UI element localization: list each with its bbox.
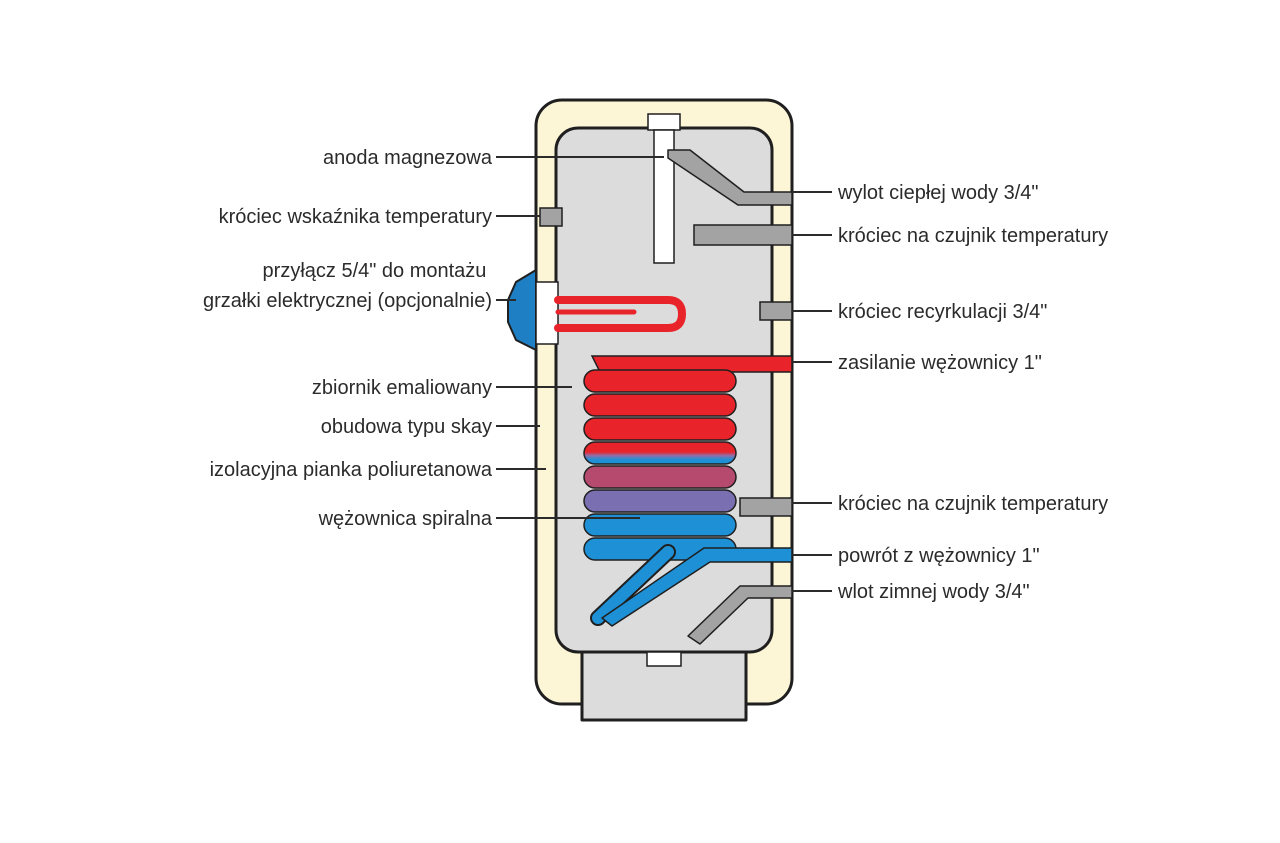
- label-enamel-tank: zbiornik emaliowany: [312, 377, 492, 399]
- coil-supply-pipe: [590, 355, 793, 373]
- heater-flange: [507, 269, 537, 351]
- heater-mount-plate: [535, 281, 559, 345]
- spiral-coil-turns: [583, 369, 737, 561]
- right-leaders: [792, 191, 832, 592]
- label-pu-foam-insulation: izolacyjna pianka poliuretanowa: [210, 459, 493, 481]
- anode-rod: [653, 129, 675, 264]
- temp-sensor-port-top-fitting: [693, 224, 793, 246]
- right-labels: wylot ciepłej wody 3/4" króciec na czujn…: [837, 182, 1108, 603]
- label-anode: anoda magnezowa: [323, 147, 493, 169]
- label-spiral-coil: wężownica spiralna: [318, 508, 493, 530]
- temp-sensor-port-bottom-fitting: [739, 497, 793, 517]
- label-cold-water-inlet: wlot zimnej wody 3/4": [837, 581, 1030, 603]
- label-temp-sensor-port-bottom: króciec na czujnik temperatury: [838, 493, 1108, 515]
- anode-head: [647, 113, 681, 131]
- coil-return-pipe-fill: [592, 546, 674, 624]
- label-temp-sensor-port-top: króciec na czujnik temperatury: [838, 225, 1108, 247]
- label-skay-casing: obudowa typu skay: [321, 416, 492, 438]
- hot-water-outlet-pipe: [667, 149, 793, 206]
- coil-return-pipe-outlet: [601, 547, 793, 627]
- left-labels: anoda magnezowa króciec wskaźnika temper…: [203, 147, 493, 530]
- cold-water-inlet-pipe: [687, 585, 793, 645]
- label-hot-water-outlet: wylot ciepłej wody 3/4": [837, 182, 1039, 204]
- recirculation-port-fitting: [759, 301, 793, 321]
- label-temp-indicator-port: króciec wskaźnika temperatury: [219, 206, 492, 228]
- temp-indicator-port-fitting: [539, 207, 563, 227]
- left-leaders: [496, 156, 664, 519]
- label-recirculation-port: króciec recyrkulacji 3/4": [838, 301, 1047, 323]
- label-coil-supply: zasilanie wężownicy 1": [838, 352, 1042, 374]
- label-coil-return: powrót z wężownicy 1": [838, 545, 1040, 567]
- electric-heater-element: [554, 296, 686, 332]
- label-heater-connection: przyłącz 5/4" do montażu grzałki elektry…: [203, 260, 492, 312]
- bottom-stub: [646, 651, 682, 667]
